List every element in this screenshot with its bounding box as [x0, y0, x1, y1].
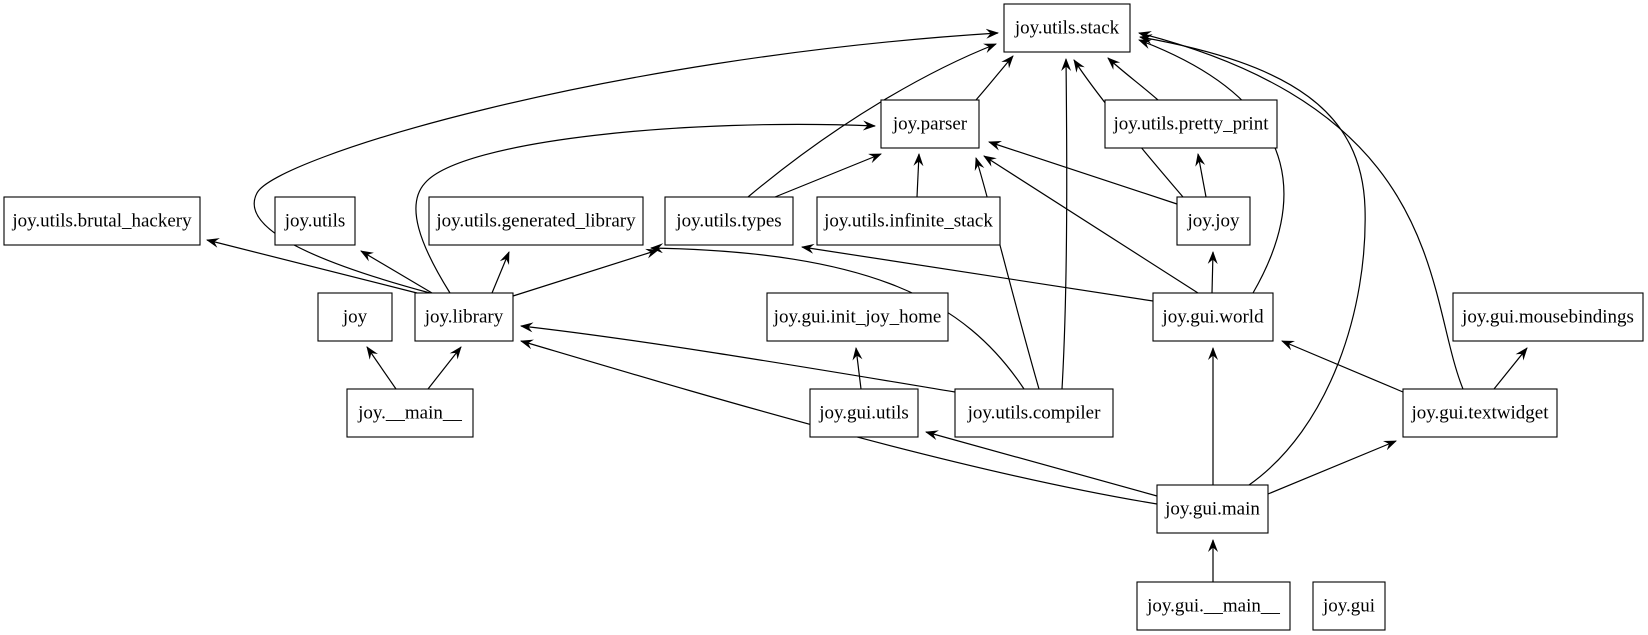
node-box-joy_gui___main__	[1136, 581, 1291, 631]
edge-joy_utils_types-to-joy_parser	[774, 153, 882, 198]
node-joy_utils_compiler: joy.utils.compiler	[954, 388, 1114, 438]
node-label-joy_utils_generated_library: joy.utils.generated_library	[435, 211, 636, 232]
node-box-joy_gui_init_joy_home	[766, 292, 949, 342]
node-joy_gui_world: joy.gui.world	[1152, 292, 1274, 342]
edge-joy___main__-to-joy	[366, 346, 397, 390]
node-label-joy_gui_utils: joy.gui.utils	[818, 403, 909, 424]
node-label-joy_utils_brutal_hackery: joy.utils.brutal_hackery	[11, 211, 192, 232]
node-label-joy_parser: joy.parser	[892, 114, 968, 135]
node-box-joy___main__	[346, 388, 474, 438]
node-label-joy_utils_stack: joy.utils.stack	[1014, 18, 1120, 39]
node-label-joy_gui: joy.gui	[1322, 596, 1375, 617]
node-joy_gui___main__: joy.gui.__main__	[1136, 581, 1291, 631]
node-joy_utils_generated_library: joy.utils.generated_library	[428, 196, 644, 246]
node-joy_gui: joy.gui	[1312, 581, 1386, 631]
edges-layer	[206, 28, 1528, 582]
node-label-joy_utils: joy.utils	[284, 211, 346, 232]
edge-joy_library-to-joy_utils_generated_library	[491, 251, 510, 294]
node-joy_joy: joy.joy	[1176, 196, 1251, 246]
node-label-joy_gui___main__: joy.gui.__main__	[1146, 596, 1280, 617]
node-joy_gui_main: joy.gui.main	[1156, 484, 1269, 534]
nodes-layer: joy.utils.stack joy.parser joy.utils.prett…	[3, 3, 1644, 631]
edge-joy_gui_world-to-joy_utils_stack	[1138, 39, 1285, 294]
node-box-joy_gui	[1312, 581, 1386, 631]
edge-joy_library-to-joy_utils_types	[512, 248, 659, 297]
node-label-joy_gui_mousebindings: joy.gui.mousebindings	[1461, 307, 1634, 328]
node-joy_utils_types: joy.utils.types	[664, 196, 794, 246]
node-joy_utils_brutal_hackery: joy.utils.brutal_hackery	[3, 196, 201, 246]
edge-joy_gui_utils-to-joy_gui_init_joy_home	[852, 347, 863, 390]
node-box-joy_gui_main	[1156, 484, 1269, 534]
edge-joy_library-to-joy_utils_stack	[253, 28, 999, 294]
node-label-joy_gui_main: joy.gui.main	[1164, 499, 1260, 520]
edge-joy_joy-to-joy_utils_pretty_print	[1195, 153, 1207, 198]
edge-joy_gui_textwidget-to-joy_gui_world	[1281, 340, 1404, 393]
node-joy_gui_textwidget: joy.gui.textwidget	[1402, 388, 1558, 438]
edge-joy_gui_main-to-joy_utils_stack	[1139, 34, 1366, 486]
node-box-joy_utils	[274, 196, 356, 246]
node-box-joy_utils_types	[664, 196, 794, 246]
node-label-joy_gui_init_joy_home: joy.gui.init_joy_home	[773, 307, 942, 328]
node-box-joy_gui_mousebindings	[1452, 292, 1644, 342]
edge-joy_utils_compiler-to-joy_library	[520, 322, 956, 393]
node-joy_parser: joy.parser	[880, 99, 980, 149]
node-box-joy_library	[414, 292, 514, 342]
node-label-joy_utils_types: joy.utils.types	[675, 211, 781, 232]
node-box-joy	[317, 292, 393, 342]
edge-joy_gui_main-to-joy_gui_utils	[925, 430, 1158, 497]
node-joy_utils_pretty_print: joy.utils.pretty_print	[1104, 99, 1278, 149]
edge-joy_utils_infinite_stack-to-joy_parser	[913, 153, 924, 198]
node-box-joy_gui_utils	[809, 388, 919, 438]
edge-joy___main__-to-joy_library	[427, 346, 462, 390]
node-label-joy___main__: joy.__main__	[357, 403, 462, 424]
node-box-joy_parser	[880, 99, 980, 149]
node-joy_gui_utils: joy.gui.utils	[809, 388, 919, 438]
edge-joy_gui_textwidget-to-joy_gui_mousebindings	[1493, 347, 1528, 390]
edge-joy_gui_world-to-joy_utils_types	[801, 243, 1154, 302]
node-joy_gui_init_joy_home: joy.gui.init_joy_home	[766, 292, 949, 342]
node-joy_gui_mousebindings: joy.gui.mousebindings	[1452, 292, 1644, 342]
edge-joy_gui_world-to-joy_parser	[983, 155, 1199, 294]
edge-joy_gui_main-to-joy_gui_textwidget	[1267, 440, 1397, 495]
edge-joy_utils_compiler-to-joy_parser	[974, 157, 1040, 390]
node-label-joy_gui_world: joy.gui.world	[1161, 307, 1264, 328]
node-label-joy_joy: joy.joy	[1186, 211, 1240, 232]
node-box-joy_utils_generated_library	[428, 196, 644, 246]
node-box-joy_utils_stack	[1003, 3, 1131, 53]
edge-joy_utils_compiler-to-joy_utils_generated_library	[650, 243, 1025, 390]
node-label-joy_gui_textwidget: joy.gui.textwidget	[1410, 403, 1549, 424]
edge-joy_library-to-joy_utils_brutal_hackery	[206, 238, 418, 294]
node-box-joy_gui_world	[1152, 292, 1274, 342]
node-label-joy: joy	[342, 307, 368, 328]
node-box-joy_utils_pretty_print	[1104, 99, 1278, 149]
edge-joy_gui_textwidget-to-joy_utils_stack	[1138, 31, 1464, 390]
node-joy_library: joy.library	[414, 292, 514, 342]
edge-joy_utils_pretty_print-to-joy_utils_stack	[1107, 57, 1159, 101]
node-box-joy_gui_textwidget	[1402, 388, 1558, 438]
edge-joy_gui_world-to-joy_joy	[1207, 251, 1218, 294]
node-label-joy_utils_compiler: joy.utils.compiler	[967, 403, 1101, 424]
edge-joy_library-to-joy_parser	[415, 120, 876, 294]
node-joy_utils: joy.utils	[274, 196, 356, 246]
node-joy_utils_infinite_stack: joy.utils.infinite_stack	[816, 196, 1001, 246]
node-joy_utils_stack: joy.utils.stack	[1003, 3, 1131, 53]
node-box-joy_joy	[1176, 196, 1251, 246]
node-box-joy_utils_compiler	[954, 388, 1114, 438]
edge-joy_joy-to-joy_parser	[988, 141, 1178, 205]
node-box-joy_utils_brutal_hackery	[3, 196, 201, 246]
node-label-joy_library: joy.library	[424, 307, 504, 328]
node-joy___main__: joy.__main__	[346, 388, 474, 438]
node-label-joy_utils_pretty_print: joy.utils.pretty_print	[1113, 114, 1270, 135]
node-box-joy_utils_infinite_stack	[816, 196, 1001, 246]
node-label-joy_utils_infinite_stack: joy.utils.infinite_stack	[823, 211, 993, 232]
edge-joy_library-to-joy_utils	[360, 250, 433, 294]
edge-joy_utils_compiler-to-joy_utils_stack	[1061, 58, 1072, 390]
node-joy: joy	[317, 292, 393, 342]
edge-joy_parser-to-joy_utils_stack	[975, 55, 1014, 101]
